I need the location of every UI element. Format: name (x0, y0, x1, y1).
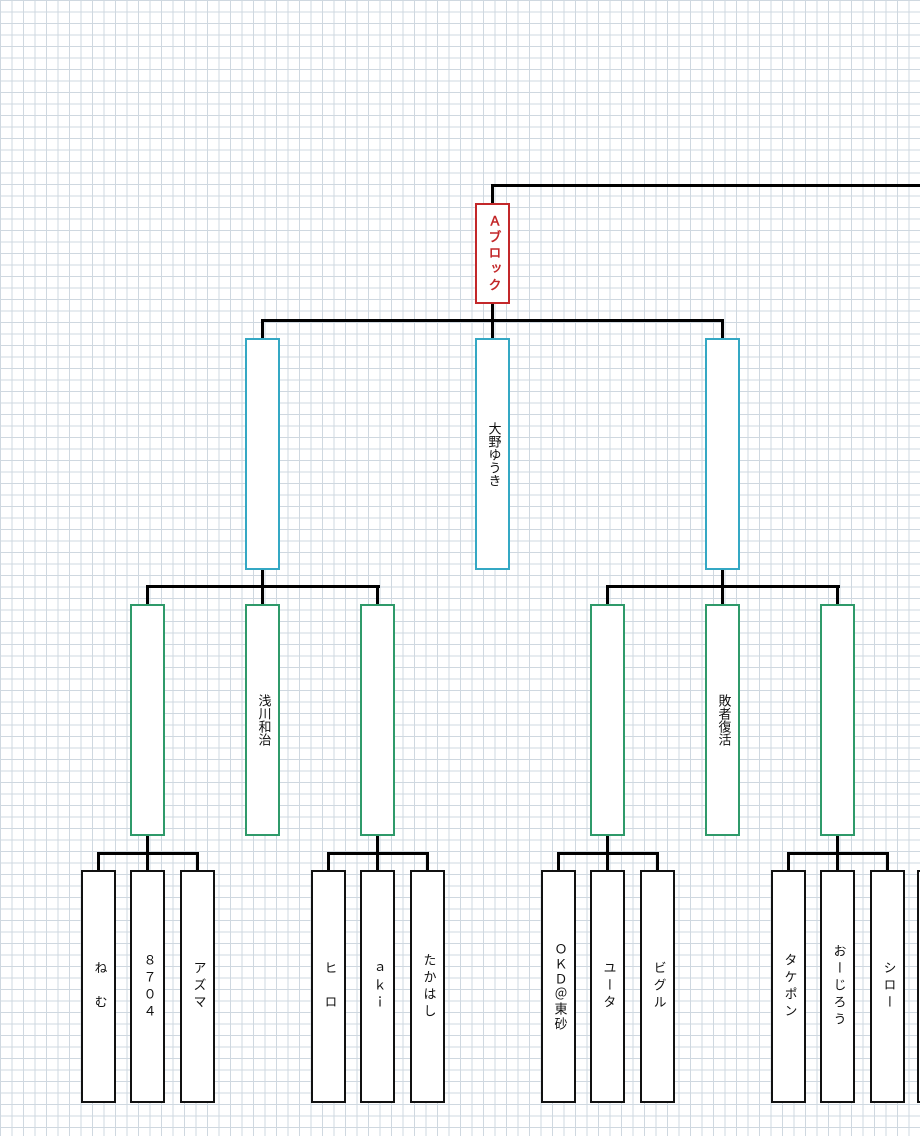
connector-line (491, 303, 494, 321)
player-name: ユータ (600, 961, 616, 1012)
connector-line (327, 852, 330, 871)
tier2-box: 敗者復活 (705, 604, 740, 836)
tier2-box (130, 604, 165, 836)
player-box: ａｋｉ (360, 870, 395, 1103)
connector-line (97, 852, 100, 871)
tier2-box (360, 604, 395, 836)
player-name: ビグル (650, 961, 666, 1012)
player-name: ａｋｉ (370, 961, 386, 1012)
player-name: ね む (91, 961, 107, 1012)
player-box: タケポン (771, 870, 806, 1103)
connector-line (836, 835, 839, 854)
tier1-box (705, 338, 740, 570)
connector-line (787, 852, 790, 871)
player-box: ヒ ロ (311, 870, 346, 1103)
player-name: タケポン (781, 952, 797, 1021)
tier2-box (590, 604, 625, 836)
player-name: アズマ (190, 961, 206, 1012)
connector-line (146, 835, 149, 854)
connector-line (261, 319, 264, 340)
bracket-root-box: Ａブロック (475, 203, 510, 304)
tier2-label: 敗者復活 (715, 694, 731, 746)
tier2-label: 浅川和治 (255, 694, 271, 746)
connector-line (376, 585, 379, 605)
player-name: ヒ ロ (321, 961, 337, 1012)
player-box: たかはし (410, 870, 445, 1103)
player-box: ８７０４ (130, 870, 165, 1103)
connector-line (557, 852, 560, 871)
tier1-label: 大野ゆうき (485, 421, 501, 487)
player-name: おーじろう (830, 944, 846, 1029)
tier2-box (820, 604, 855, 836)
player-box: アズマ (180, 870, 215, 1103)
player-name: ＯＫＤ＠東砂 (551, 941, 567, 1032)
tier1-box: 大野ゆうき (475, 338, 510, 570)
connector-line (836, 852, 839, 871)
bracket-root-label: Ａブロック (485, 213, 501, 294)
connector-line (376, 852, 379, 871)
connector-line (491, 319, 494, 340)
connector-line (836, 585, 839, 605)
connector-line (426, 852, 429, 871)
connector-line (491, 184, 494, 204)
tier1-box (245, 338, 280, 570)
player-box: ＯＫＤ＠東砂 (541, 870, 576, 1103)
connector-line (721, 569, 724, 587)
player-box-partial (917, 870, 920, 1103)
player-box: おーじろう (820, 870, 855, 1103)
player-box: シロー (870, 870, 905, 1103)
connector-line (146, 585, 149, 605)
player-box: ビグル (640, 870, 675, 1103)
player-box: ね む (81, 870, 116, 1103)
player-name: シロー (880, 961, 896, 1012)
player-name: たかはし (420, 952, 436, 1021)
connector-line (721, 585, 724, 605)
connector-line (721, 319, 724, 340)
connector-line (261, 585, 264, 605)
connector-line (606, 852, 609, 871)
connector-line (886, 852, 889, 871)
connector-line (606, 585, 609, 605)
tier2-box: 浅川和治 (245, 604, 280, 836)
connector-line (656, 852, 659, 871)
connector-line (196, 852, 199, 871)
player-box: ユータ (590, 870, 625, 1103)
connector-line (491, 184, 920, 187)
connector-line (261, 569, 264, 587)
connector-line (146, 852, 149, 871)
connector-line (376, 835, 379, 854)
connector-line (606, 835, 609, 854)
player-name: ８７０４ (140, 952, 156, 1021)
